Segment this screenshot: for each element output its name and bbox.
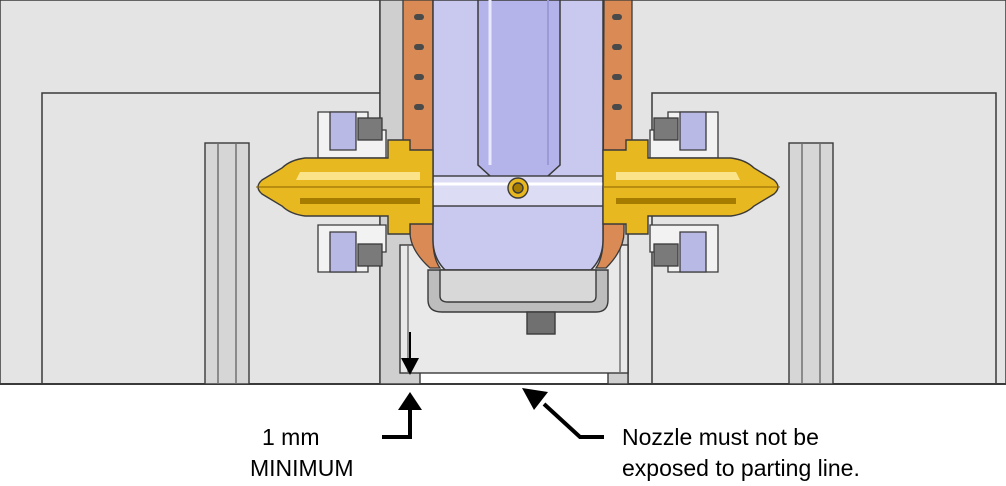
leader-1mm [382, 410, 412, 439]
arrowhead-down [401, 358, 419, 375]
nozzle-retainer-left [317, 111, 387, 273]
arrowhead-nozzle-note [522, 388, 548, 410]
pillar-right [788, 142, 834, 385]
nozzle-note-line2: exposed to parting line. [622, 455, 860, 481]
nozzle-note-leader [522, 388, 604, 439]
min-distance-value-label: 1 mm [262, 424, 320, 450]
nozzle-tip-left [256, 139, 434, 235]
melt-channel [432, 175, 604, 207]
min-distance-qualifier-label: MINIMUM [250, 455, 354, 481]
nozzle-note-line1: Nozzle must not be [622, 424, 819, 450]
pillar-left [204, 142, 250, 385]
min-distance-dimension [382, 332, 422, 439]
support-pillars [204, 142, 834, 385]
arrowhead-up [398, 392, 422, 410]
manifold-body [432, 0, 604, 276]
nozzle-tip-right [602, 139, 780, 235]
leader-nozzle-note [542, 402, 604, 439]
lower-bushing [427, 269, 609, 335]
bushing-pin [526, 311, 556, 335]
